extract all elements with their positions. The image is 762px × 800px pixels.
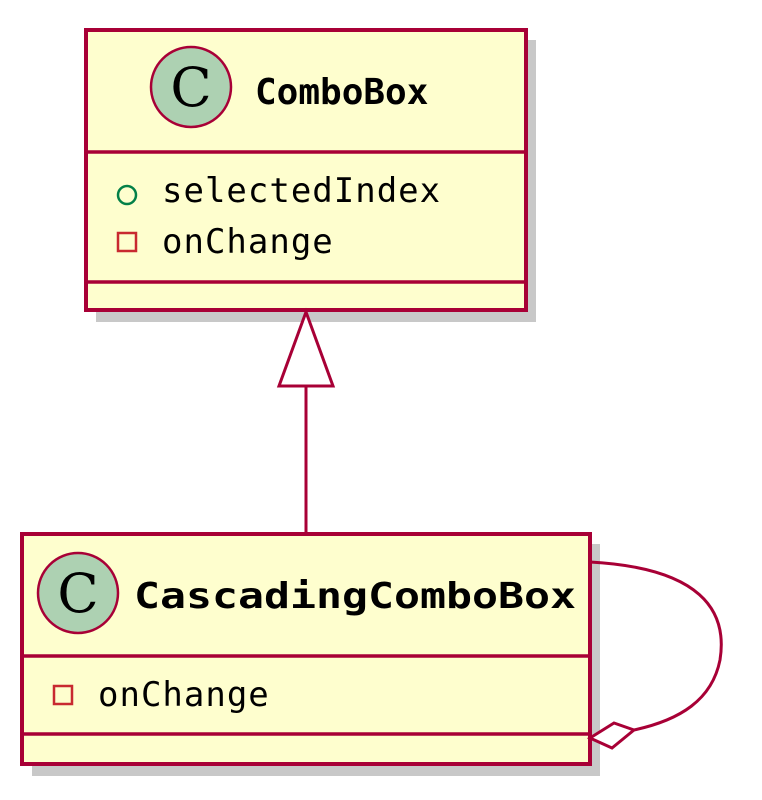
private-visibility-icon <box>52 684 74 706</box>
inheritance-arrow-icon <box>276 307 336 388</box>
class-stereotype-icon <box>149 45 233 129</box>
public-visibility-icon <box>116 184 138 206</box>
class-cascading-box <box>20 532 592 766</box>
aggregation-diamond-icon <box>586 721 638 750</box>
private-visibility-icon <box>116 231 138 253</box>
class-stereotype-icon <box>36 551 120 635</box>
aggregation-line <box>589 560 723 732</box>
generalization-edge <box>276 307 336 532</box>
class-stereotype-letter: C <box>170 56 211 119</box>
attribute-selectedIndex: selectedIndex <box>162 171 441 211</box>
class-cascading-name: CascadingComboBox <box>134 576 576 617</box>
class-combobox[interactable]: C ComboBox selectedIndex onChange <box>84 28 536 322</box>
attribute-onChange: onChange <box>98 675 270 715</box>
aggregation-edge <box>586 560 723 750</box>
attribute-onChange: onChange <box>162 222 334 262</box>
class-combobox-name: ComboBox <box>255 72 428 113</box>
class-cascadingcombobox[interactable]: C CascadingComboBox onChange <box>20 532 600 776</box>
class-stereotype-letter: C <box>57 562 98 625</box>
